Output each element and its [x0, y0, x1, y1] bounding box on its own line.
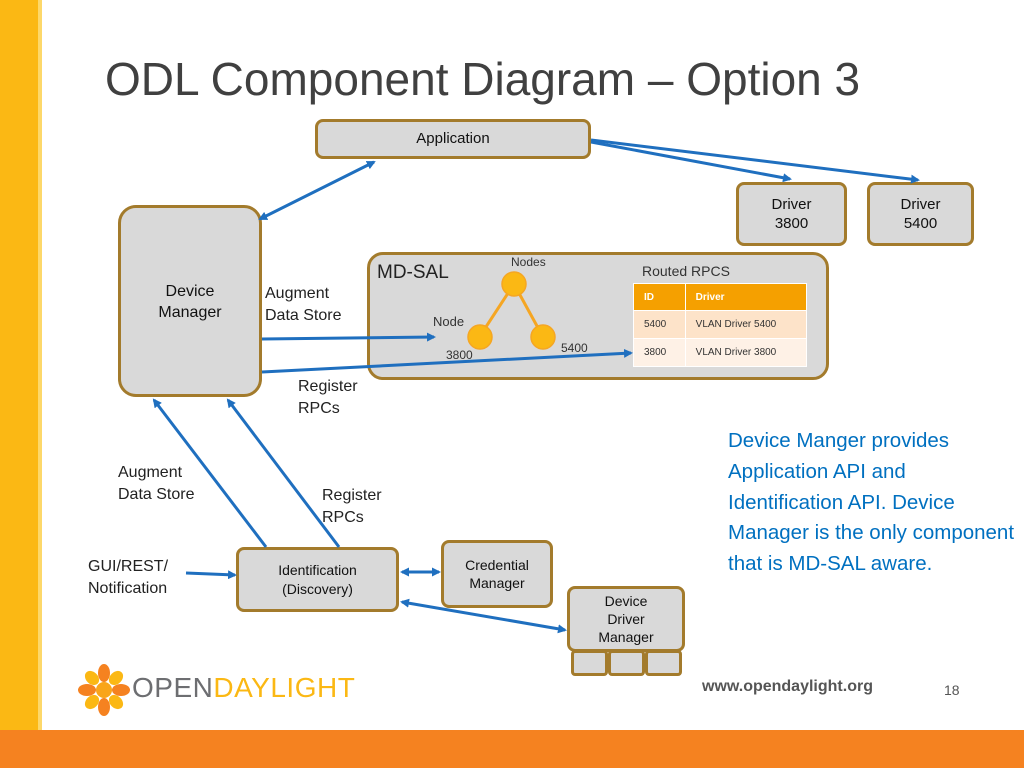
- arrow-app-device-manager: [258, 160, 376, 221]
- identification-box: Identification (Discovery): [236, 547, 399, 612]
- augment-data-store-label-bottom: Augment Data Store: [118, 464, 195, 504]
- bottom-accent-bar: [0, 730, 1024, 768]
- table-header-row: ID Driver: [633, 283, 808, 311]
- routed-rpcs-title: Routed RPCS: [642, 263, 730, 279]
- md-sal-title: MD-SAL: [377, 262, 449, 283]
- table-cell: VLAN Driver 3800: [684, 338, 808, 367]
- opendaylight-logo-icon: [78, 664, 130, 716]
- tree-left-node: [467, 324, 493, 350]
- left-accent-stripe: [38, 0, 42, 730]
- credential-manager-box: Credential Manager: [441, 540, 553, 608]
- driver-5400-box: Driver 5400: [867, 182, 974, 246]
- gui-rest-notification-label: GUI/REST/ Notification: [88, 558, 169, 598]
- tree-root-node: [501, 271, 527, 297]
- tree-nodes-label: Nodes: [511, 255, 546, 269]
- left-accent-bar: [0, 0, 38, 768]
- table-cell: VLAN Driver 5400: [684, 310, 808, 339]
- tree-right-value: 5400: [561, 341, 588, 355]
- table-header-cell: ID: [633, 283, 686, 311]
- page-number: 18: [944, 682, 960, 698]
- routed-rpcs-table: ID Driver 5400 VLAN Driver 5400 3800 VLA…: [633, 283, 808, 367]
- tree-node-label: Node: [433, 314, 465, 329]
- footer-url: www.opendaylight.org: [702, 678, 873, 695]
- arrow-gui-identification: [185, 570, 237, 580]
- driver-slot-box: [645, 650, 682, 676]
- augment-data-store-label-top: Augment Data Store: [265, 285, 342, 325]
- arrow-identification-register: [226, 398, 341, 548]
- arrow-identification-driver-manager: [400, 598, 567, 634]
- register-rpcs-label-bottom: Register RPCs: [322, 487, 382, 527]
- register-rpcs-label-top: Register RPCs: [298, 378, 358, 418]
- application-box: Application: [315, 119, 591, 159]
- arrow-register-rpcs: [261, 348, 633, 374]
- driver-slot-box: [608, 650, 645, 676]
- tree-right-node: [530, 324, 556, 350]
- table-cell: 5400: [633, 310, 686, 339]
- table-cell: 3800: [633, 338, 686, 367]
- driver-slot-box: [571, 650, 608, 676]
- arrow-identification-augment: [152, 398, 268, 548]
- arrow-augment-data-store: [261, 332, 436, 342]
- driver-3800-box: Driver 3800: [736, 182, 847, 246]
- table-row: 3800 VLAN Driver 3800: [633, 338, 808, 367]
- opendaylight-logo-text: OPENDAYLIGHT: [132, 672, 355, 704]
- slide-title: ODL Component Diagram – Option 3: [105, 53, 861, 105]
- arrow-app-driver-3800: [590, 140, 792, 183]
- table-row: 5400 VLAN Driver 5400: [633, 310, 808, 339]
- logo-open-text: OPEN: [132, 672, 214, 703]
- arrow-app-driver-5400: [590, 138, 920, 184]
- tree-left-value: 3800: [446, 348, 473, 362]
- description-note: Device Manger provides Application API a…: [728, 429, 1015, 575]
- logo-daylight-text: DAYLIGHT: [213, 672, 356, 703]
- device-manager-box: Device Manager: [118, 205, 262, 397]
